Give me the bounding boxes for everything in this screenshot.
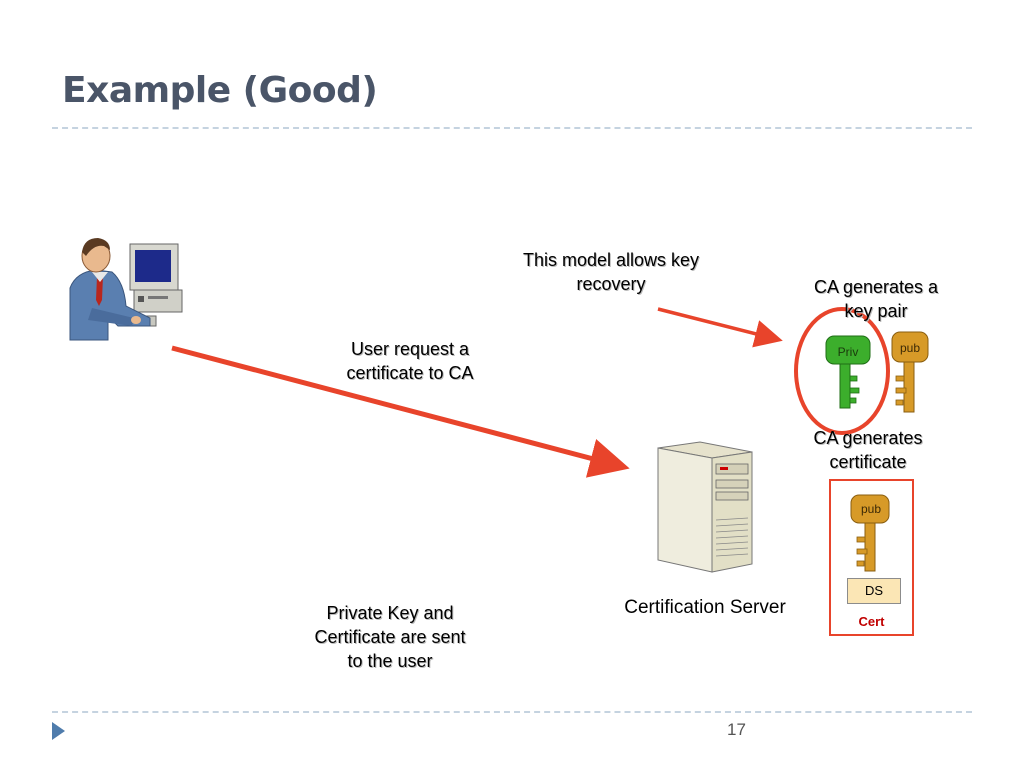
private-key-highlight xyxy=(794,307,890,435)
key-recovery-arrow xyxy=(657,307,783,348)
cert-label: Cert xyxy=(858,614,885,629)
private-key-label: Priv xyxy=(838,345,859,359)
public-key-icon xyxy=(891,331,929,413)
cert-server-label: Certification Server xyxy=(624,597,786,618)
footer-divider xyxy=(52,711,972,713)
private-key-sent-label: Private Key and Certificate are sent to … xyxy=(314,603,466,671)
certification-server-icon xyxy=(657,441,753,573)
public-key-label: pub xyxy=(900,341,920,355)
request-arrow xyxy=(171,345,630,478)
cert-public-key-icon: pub xyxy=(850,494,890,572)
cert-public-key-label: pub xyxy=(861,502,881,516)
ca-certificate-label: CA generates certificate xyxy=(813,428,923,472)
user-request-label: User request a certificate to CA xyxy=(346,339,474,383)
private-key-icon xyxy=(825,335,871,409)
key-recovery-note: This model allows key recovery xyxy=(522,250,700,294)
slide-title: Example (Good) xyxy=(62,70,378,111)
certificate-box: pub DS Cert xyxy=(829,479,914,636)
page-number: 17 xyxy=(727,720,746,739)
digital-signature-box: DS xyxy=(847,578,901,604)
ca-key-pair-label: CA generates a key pair xyxy=(813,277,939,321)
slide-nav-triangle-icon xyxy=(52,722,65,740)
title-divider xyxy=(52,127,972,129)
user-at-computer-icon xyxy=(69,238,183,341)
